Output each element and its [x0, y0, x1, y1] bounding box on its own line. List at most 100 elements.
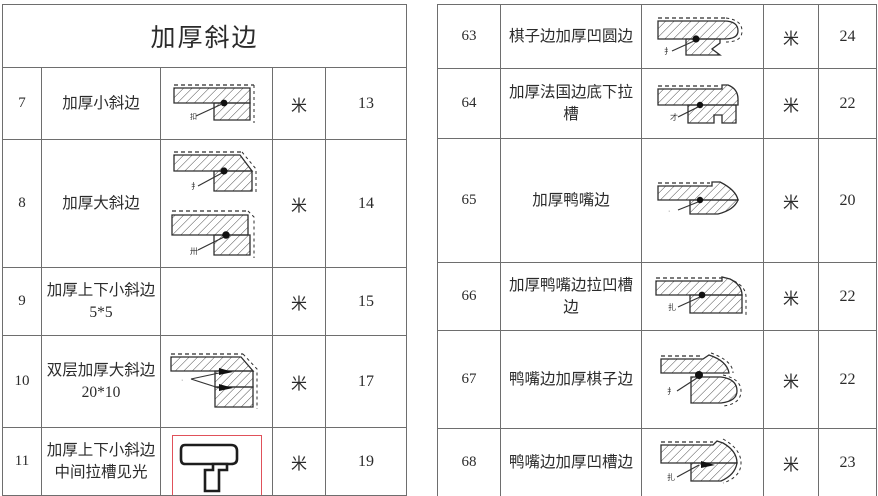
row-figure: 扌 卅 — [160, 139, 273, 268]
row-name: 加厚法国边底下拉 槽 — [500, 68, 642, 139]
svg-text:卅: 卅 — [190, 247, 198, 256]
svg-text:·: · — [181, 377, 183, 384]
svg-text:扣: 扣 — [190, 112, 197, 121]
row-index: 10 — [2, 335, 42, 428]
profile-drawing-double-layer-bevel: · — [169, 352, 257, 409]
row-figure — [160, 267, 273, 336]
profile-drawing-outline-groove — [179, 443, 238, 493]
svg-text:扎: 扎 — [667, 472, 675, 482]
row-qty: 23 — [818, 428, 877, 496]
profile-drawing-large-bevel-bottom: 卅 — [170, 209, 254, 258]
row-index: 66 — [437, 262, 501, 331]
row-name: 鸭嘴边加厚棋子边 — [500, 330, 642, 429]
profile-drawing-large-bevel-top: 扌 — [172, 150, 256, 194]
row-name-line1: 加厚法国边底下拉 — [508, 83, 633, 101]
row-figure: 扎 — [641, 262, 764, 331]
row-figure: 扣 — [160, 67, 273, 140]
profile-drawing-duckbill: · — [656, 180, 739, 215]
row-qty: 15 — [324, 267, 408, 336]
profile-drawing-french-edge-groove: 才 — [656, 83, 739, 124]
row-name: 加厚大斜边 — [41, 139, 161, 268]
row-qty: 22 — [818, 330, 877, 429]
table-row[interactable]: 9 加厚上下小斜边 5*5 米 15 — [2, 267, 408, 336]
row-index: 9 — [2, 267, 42, 336]
profile-drawing-small-bevel: 扣 — [172, 83, 254, 123]
row-unit: 米 — [763, 262, 819, 331]
row-figure: 才 — [641, 68, 764, 139]
row-qty: 22 — [818, 68, 877, 139]
row-name-line1: 加厚鸭嘴边拉凹槽 — [508, 276, 633, 294]
row-name-line2: 5*5 — [89, 303, 113, 321]
profile-drawing-duckbill-concave: 扎 — [659, 438, 742, 483]
table-row[interactable]: 66 加厚鸭嘴边拉凹槽 边 扎 — [437, 262, 877, 331]
row-name-line2: 20*10 — [81, 383, 121, 401]
svg-text:·: · — [668, 208, 670, 215]
row-name: 加厚上下小斜边 中间拉槽见光 — [41, 427, 161, 496]
row-unit: 米 — [763, 138, 819, 263]
row-unit: 米 — [272, 67, 326, 140]
table-row[interactable]: 8 加厚大斜边 — [2, 139, 408, 268]
row-unit: 米 — [272, 139, 326, 268]
row-figure: 扎 — [641, 428, 764, 496]
row-name-line1: 双层加厚大斜边 — [46, 361, 156, 379]
table-row[interactable]: 68 鸭嘴边加厚凹槽边 扎 — [437, 428, 877, 496]
right-price-table: 63 棋子边加厚凹圆边 — [437, 4, 877, 496]
svg-text:扎: 扎 — [668, 302, 676, 312]
row-figure: · — [641, 138, 764, 263]
row-name: 加厚鸭嘴边拉凹槽 边 — [500, 262, 642, 331]
row-figure: · — [160, 335, 273, 428]
row-index: 7 — [2, 67, 42, 140]
row-name: 加厚小斜边 — [41, 67, 161, 140]
svg-text:扌: 扌 — [664, 46, 672, 56]
table-title-row: 加厚斜边 — [1, 4, 408, 68]
row-unit: 米 — [763, 68, 819, 139]
row-name-line1: 加厚上下小斜边 — [46, 441, 156, 459]
svg-text:扌: 扌 — [191, 181, 199, 191]
row-name: 双层加厚大斜边 20*10 — [41, 335, 161, 428]
row-qty: 14 — [324, 139, 408, 268]
row-index: 65 — [437, 138, 501, 263]
left-price-table: 加厚斜边 7 加厚小斜边 — [1, 4, 408, 496]
row-index: 67 — [437, 330, 501, 429]
row-index: 11 — [2, 427, 42, 496]
row-name: 棋子边加厚凹圆边 — [500, 4, 642, 69]
profile-drawing-duckbill-groove: 扎 — [654, 275, 746, 315]
row-name-line2: 中间拉槽见光 — [54, 463, 148, 481]
row-unit: 米 — [763, 428, 819, 496]
row-name-line2: 槽 — [563, 105, 579, 123]
row-unit: 米 — [763, 330, 819, 429]
svg-text:才: 才 — [670, 112, 678, 122]
row-qty: 17 — [324, 335, 408, 428]
row-figure: 扌 — [641, 330, 764, 429]
row-index: 64 — [437, 68, 501, 139]
row-qty: 22 — [818, 262, 877, 331]
row-index: 68 — [437, 428, 501, 496]
table-row[interactable]: 11 加厚上下小斜边 中间拉槽见光 米 — [2, 427, 408, 496]
row-index: 8 — [2, 139, 42, 268]
row-qty: 13 — [324, 67, 408, 140]
row-index: 63 — [437, 4, 501, 69]
row-name: 加厚上下小斜边 5*5 — [41, 267, 161, 336]
table-row[interactable]: 10 双层加厚大斜边 20*10 — [2, 335, 408, 428]
row-unit: 米 — [272, 335, 326, 428]
row-name: 加厚鸭嘴边 — [500, 138, 642, 263]
table-row[interactable]: 7 加厚小斜边 — [2, 67, 408, 140]
row-qty: 24 — [818, 4, 877, 69]
row-name-line1: 加厚上下小斜边 — [46, 281, 156, 299]
row-unit: 米 — [272, 427, 326, 496]
profile-drawing-chess-concave-round: 扌 — [656, 16, 743, 56]
row-qty: 19 — [324, 427, 408, 496]
row-unit: 米 — [272, 267, 326, 336]
row-name-line2: 边 — [563, 298, 579, 316]
table-row[interactable]: 67 鸭嘴边加厚棋子边 扌 — [437, 330, 877, 429]
table-row[interactable]: 63 棋子边加厚凹圆边 — [437, 4, 877, 69]
row-figure — [160, 427, 273, 496]
table-row[interactable]: 64 加厚法国边底下拉 槽 才 — [437, 68, 877, 139]
row-unit: 米 — [763, 4, 819, 69]
left-table-title: 加厚斜边 — [1, 4, 408, 68]
row-qty: 20 — [818, 138, 877, 263]
table-row[interactable]: 65 加厚鸭嘴边 · 米 20 — [437, 138, 877, 263]
red-frame-box — [171, 435, 262, 495]
row-figure: 扌 — [641, 4, 764, 69]
